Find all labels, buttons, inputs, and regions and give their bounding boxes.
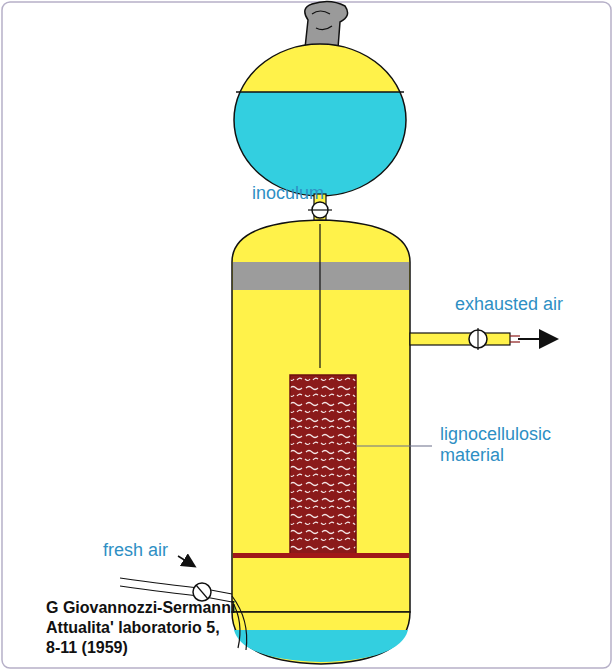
substrate-bed [290, 375, 356, 555]
flow-label: fresh air [103, 540, 168, 561]
stopper [305, 1, 348, 48]
leader-line [356, 445, 432, 446]
part-label: lignocellulosic material [440, 424, 590, 466]
part-label: inoculum [252, 183, 324, 204]
inoculum-flask [234, 44, 406, 196]
inflow-arrow [178, 556, 194, 566]
outflow-arrow [518, 338, 555, 340]
fermenter-vessel [232, 220, 410, 612]
valve [193, 583, 211, 601]
flow-label: exhausted air [455, 294, 563, 315]
support-grid [233, 553, 409, 558]
citation: G Giovannozzi-Sermanni Attualita' labora… [46, 598, 236, 658]
filter-band [233, 262, 409, 290]
